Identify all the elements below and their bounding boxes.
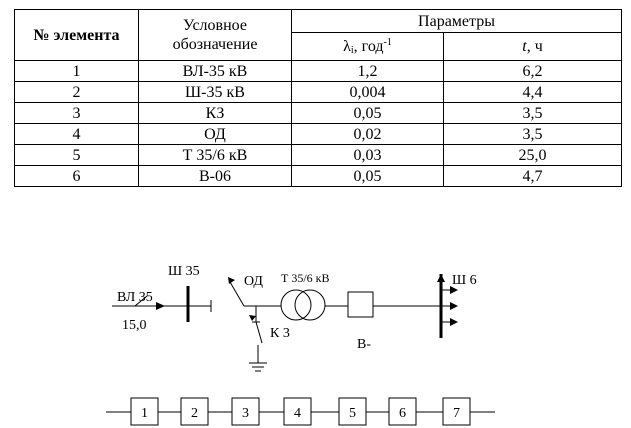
od-arrow-icon xyxy=(228,277,235,284)
bus-arrow-icon xyxy=(437,274,445,282)
chain-block-5 xyxy=(338,397,367,426)
transformer-winding-1 xyxy=(280,289,312,321)
chain-block-label: 3 xyxy=(242,406,249,421)
header-symbol: Условное обозначение xyxy=(138,9,292,61)
lambda-symbol: λ xyxy=(343,38,351,55)
lambda-subscript: i xyxy=(350,45,354,56)
lambda-unit: , год xyxy=(353,38,384,55)
chain-block-label: 6 xyxy=(399,406,406,421)
cell-lambda: 0,05 xyxy=(291,165,444,187)
header-symbol-line1: Условное xyxy=(183,17,247,34)
chain-block-label: 2 xyxy=(191,406,198,421)
label-transformer: Т 35/6 кВ xyxy=(281,271,330,285)
table-row: 3 КЗ 0,05 3,5 xyxy=(14,102,622,124)
chain-block-label: 4 xyxy=(294,406,301,421)
feeder-arrow-icon xyxy=(450,302,458,310)
header-symbol-line2: обозначение xyxy=(172,36,258,53)
header-parameters: Параметры xyxy=(291,9,622,33)
table-row: 6 В-06 0,05 4,7 xyxy=(14,165,622,187)
cell-time: 4,7 xyxy=(443,165,622,187)
label-vl35: ВЛ 35 xyxy=(117,290,153,305)
cell-name: ВЛ-35 кВ xyxy=(138,60,292,82)
label-kz: К 3 xyxy=(270,326,290,341)
label-sh35: Ш 35 xyxy=(168,264,200,279)
parameters-table: № элемента Условное обозначение Параметр… xyxy=(14,9,622,187)
feeder-arrow-icon xyxy=(450,318,458,326)
reliability-chain: 1 2 3 4 5 6 7 xyxy=(130,397,471,426)
label-od: ОД xyxy=(244,274,263,289)
header-element-number: № элемента xyxy=(14,9,139,61)
chain-block-1 xyxy=(130,397,159,426)
cell-name: Ш-35 кВ xyxy=(138,81,292,103)
vl-arrow-icon xyxy=(156,302,165,310)
t-symbol: t xyxy=(522,38,527,55)
chain-block-4 xyxy=(283,397,312,426)
lambda-exponent: -1 xyxy=(383,37,392,48)
chain-block-2 xyxy=(180,397,209,426)
header-lambda: λi, год-1 xyxy=(291,32,444,61)
chain-block-label: 5 xyxy=(349,406,356,421)
label-sh6: Ш 6 xyxy=(452,273,477,288)
table-row: 2 Ш-35 кВ 0,004 4,4 xyxy=(14,81,622,103)
chain-block-7 xyxy=(442,397,471,426)
chain-block-3 xyxy=(231,397,260,426)
breaker-box xyxy=(347,291,374,318)
label-breaker: В- xyxy=(357,337,371,352)
disconnector-od xyxy=(229,281,245,307)
header-time: t, ч xyxy=(443,32,622,61)
table-row: 4 ОД 0,02 3,5 xyxy=(14,123,622,145)
cell-lambda: 1,2 xyxy=(291,60,444,82)
kz-arrow-icon xyxy=(249,315,256,321)
transformer-winding-2 xyxy=(294,289,326,321)
feeder-arrow-icon xyxy=(450,286,458,294)
t-unit: , ч xyxy=(526,38,543,55)
chain-block-6 xyxy=(388,397,417,426)
cell-lambda: 0,02 xyxy=(291,123,444,145)
chain-block-label: 7 xyxy=(453,406,460,421)
chain-block-label: 1 xyxy=(141,406,148,421)
kz-switch-blade xyxy=(255,321,263,344)
line-break-mark xyxy=(134,295,148,307)
label-vl-length: 15,0 xyxy=(122,318,147,333)
table-row: 1 ВЛ-35 кВ 1,2 6,2 xyxy=(14,60,622,82)
